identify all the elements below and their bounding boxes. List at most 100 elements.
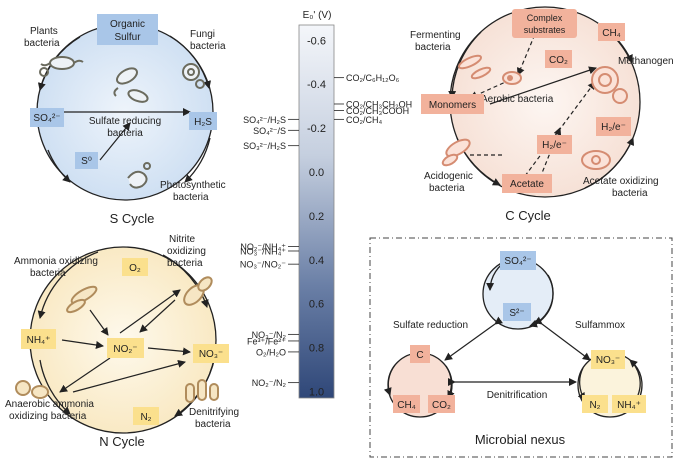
- nexus-co2-label: CO₂: [432, 400, 451, 411]
- h2e-box-2: [596, 117, 631, 136]
- ammonia-oxidizing-label: Ammonia oxidizing: [14, 256, 98, 267]
- nexus-co2-box: [428, 395, 455, 413]
- n-cycle-title: N Cycle: [99, 434, 145, 449]
- photosynthetic-bacteria-icon: [127, 162, 151, 189]
- c-cycle: Fermenting bacteria Complex substrates C…: [410, 6, 674, 223]
- co2-box: [545, 50, 572, 68]
- scale-left-label: SO₄²⁻/H₂S: [243, 115, 286, 125]
- sulfate-reducing-label: bacteria: [107, 128, 143, 139]
- s-cycle: Organic Sulfur Plants bacteria Fungi bac…: [24, 14, 226, 226]
- scale-left-label: SO₃²⁻/H₂S: [243, 141, 286, 151]
- complex-substrates-box: [512, 9, 577, 38]
- n-cycle-arrow: [59, 357, 111, 393]
- nexus-link-left: [444, 316, 504, 361]
- acetate-oxidizing-label: bacteria: [612, 188, 648, 199]
- nexus-arrow: [383, 364, 396, 396]
- nexus-title: Microbial nexus: [475, 432, 566, 447]
- scale-tick-label: -0.2: [307, 123, 326, 135]
- organic-sulfur-line1: Organic: [110, 19, 145, 30]
- acetate-box: [502, 174, 552, 193]
- denitrification-label: Denitrification: [487, 390, 548, 401]
- h2e-label-1: H₂/e⁻: [542, 140, 567, 151]
- fungi-bacteria-icon: [182, 63, 205, 89]
- acidogenic-label: bacteria: [429, 183, 465, 194]
- n2-box: [133, 407, 159, 425]
- no3-box: [193, 344, 229, 363]
- scale-ticks: -0.6-0.4-0.20.00.20.40.60.81.0: [307, 35, 326, 398]
- scale-bar: [298, 24, 335, 399]
- scale-left-label: NO₃⁻/NO₂⁻: [240, 260, 286, 270]
- acidogenic-label: Acidogenic: [424, 171, 473, 182]
- s0-label: S⁰: [81, 156, 92, 167]
- scale-right-label: CO₂/CH₃COOH: [346, 106, 409, 116]
- scale-tick-label: 0.2: [309, 211, 324, 223]
- scale-tick-label: 0.0: [309, 167, 324, 179]
- nexus-so4-label: SO₄²⁻: [504, 256, 531, 267]
- nexus-no3-box: [591, 350, 625, 369]
- nexus-frame: [369, 237, 673, 458]
- s-cycle-arrow: [169, 35, 212, 89]
- microbial-nexus: SO₄²⁻ S²⁻ Sulfate reduction Sulfammox C …: [369, 237, 673, 458]
- scale-left-labels: SO₄²⁻/H₂SSO₄²⁻/SSO₃²⁻/H₂SNO₂⁻/NH₄⁺NO₃⁻/N…: [240, 115, 299, 388]
- scale-right-label: CO₂/CH₄: [346, 115, 382, 125]
- anammox-bacteria-icon: [15, 380, 49, 399]
- nexus-ch4-label: CH₄: [397, 400, 416, 411]
- sulfate-reducing-label: Sulfate reducing: [89, 116, 161, 127]
- scale-left-label: NO₃⁻/NH₄⁺: [240, 246, 286, 256]
- scale-tick-label: 0.6: [309, 299, 324, 311]
- n-cycle-arrow: [89, 309, 109, 336]
- scale-left-label: NO₂⁻/NH₄⁺: [240, 242, 286, 252]
- scale-left-label: NO₃⁻/N₂: [252, 330, 287, 340]
- nexus-c-label: C: [416, 350, 423, 361]
- n-cycle-arrow: [72, 359, 186, 393]
- s-cycle-arrow: [184, 137, 211, 183]
- methanogen-label: Methanogen: [618, 56, 674, 67]
- sulfate-reducing-bacteria-icon: [113, 67, 149, 103]
- nexus-link-right: [534, 316, 591, 361]
- complex-substrates-line1: Complex: [527, 13, 563, 23]
- so4-label: SO₄²⁻: [33, 113, 60, 124]
- scale-title: E₀' (V): [303, 10, 332, 21]
- s-cycle-title: S Cycle: [110, 211, 155, 226]
- redox-scale: E₀' (V) -0.6-0.4-0.20.00.20.40.60.81.0 S…: [240, 10, 412, 398]
- n-cycle-arrow: [61, 339, 104, 349]
- n-cycle: Ammonia oxidizing bacteria O₂ Nitrite ox…: [5, 234, 239, 449]
- o2-box: [122, 258, 148, 276]
- scale-left-label: Fe³⁺/Fe²⁺: [247, 336, 286, 346]
- s0-box: [75, 152, 98, 169]
- ammonia-oxidizing-bacteria-icon: [66, 285, 98, 314]
- monomers-box: [421, 94, 484, 114]
- sulfammox-label: Sulfammox: [575, 320, 625, 331]
- ch4-box: [598, 23, 625, 41]
- anammox-label: oxidizing bacteria: [9, 411, 87, 422]
- nexus-arrow: [629, 359, 641, 396]
- co2-label: CO₂: [549, 55, 568, 66]
- nexus-c-box: [410, 345, 430, 363]
- nitrite-oxidizing-bacteria-icon: [183, 276, 213, 306]
- nexus-no3-label: NO₃⁻: [596, 355, 620, 366]
- photosynthetic-label: Photosynthetic: [160, 180, 226, 191]
- scale-tick-label: -0.4: [307, 79, 326, 91]
- c-cycle-arrow: [584, 137, 635, 189]
- s-cycle-arrow: [99, 122, 131, 161]
- denitrifying-label: bacteria: [195, 419, 231, 430]
- n-cycle-arrow: [119, 289, 181, 334]
- acetate-label: Acetate: [510, 179, 544, 190]
- scale-tick-label: 0.4: [309, 255, 324, 267]
- plants-bacteria-icon: [39, 56, 84, 77]
- n-cycle-arrow: [147, 347, 191, 356]
- scale-tick-label: 0.8: [309, 343, 324, 355]
- no2-label: NO₂⁻: [113, 344, 137, 355]
- aerobic-bacteria-icon: [502, 71, 522, 85]
- scale-right-label: CO₂/C₆H₁₂O₆: [346, 73, 400, 83]
- c-cycle-arrow: [489, 66, 597, 105]
- fermenting-label: Fermenting: [410, 30, 461, 41]
- anammox-label: Anaerobic ammonia: [5, 399, 94, 410]
- nexus-s2-box: [503, 303, 531, 321]
- n-cycle-arrow: [162, 254, 209, 308]
- fermenting-label: bacteria: [415, 42, 451, 53]
- methanogen-icon: [591, 66, 628, 104]
- acetate-oxidizing-bacteria-icon: [581, 150, 611, 170]
- scale-tick-label: -0.6: [307, 35, 326, 47]
